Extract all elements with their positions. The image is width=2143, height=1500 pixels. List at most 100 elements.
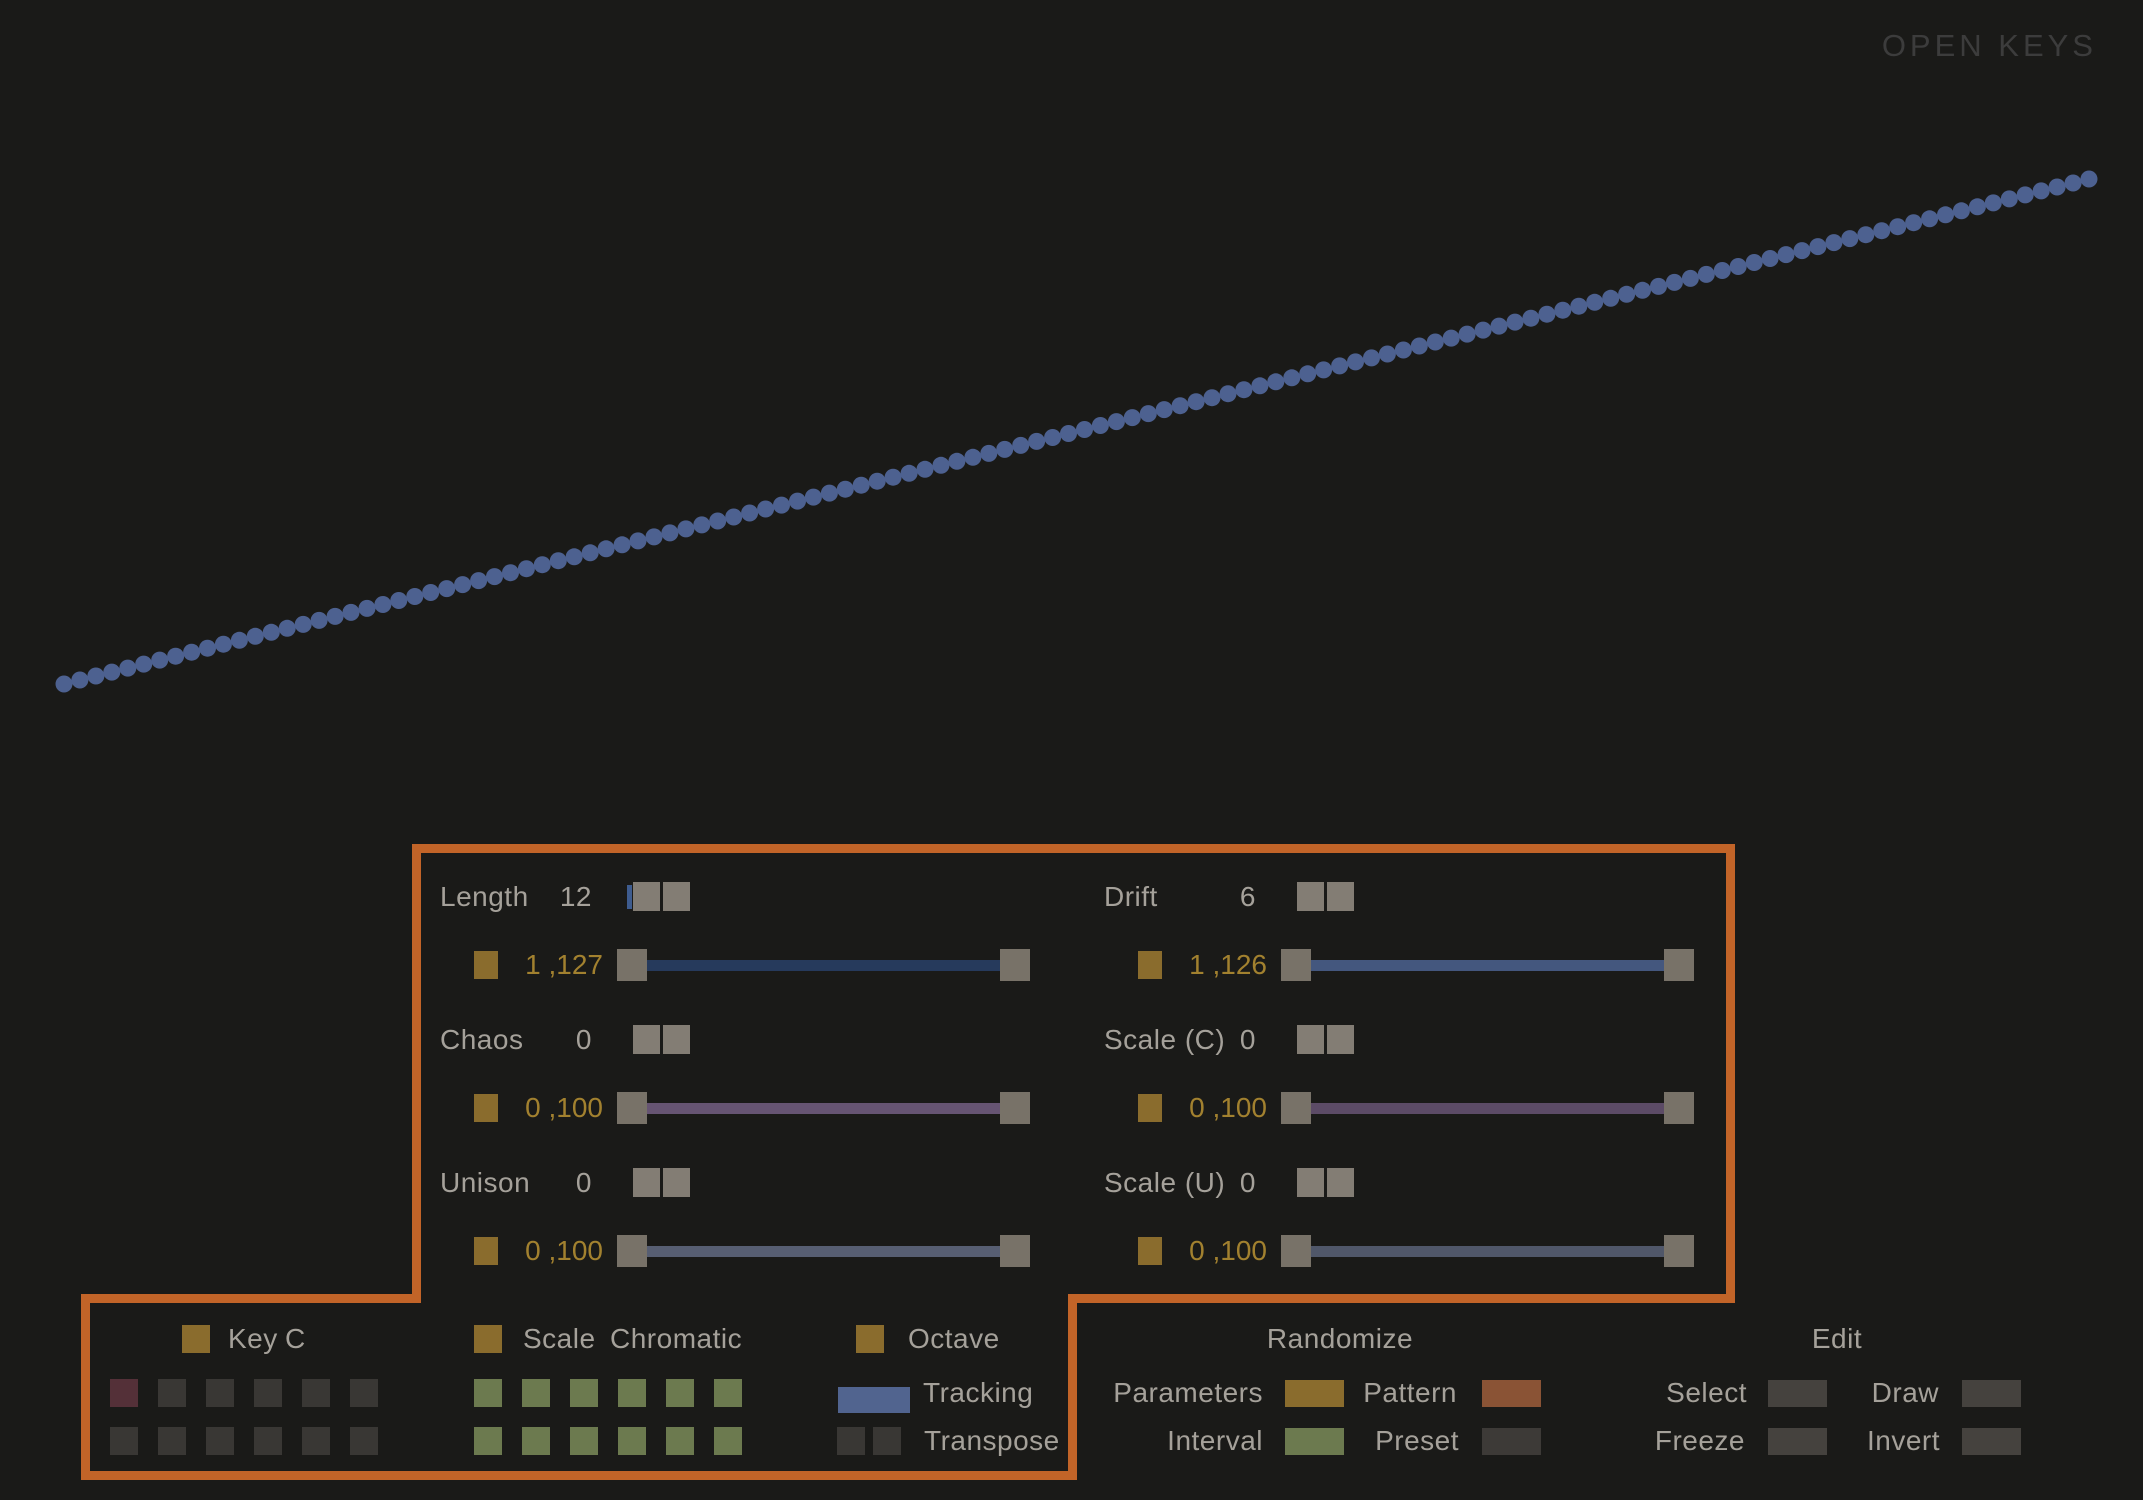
note-square[interactable] [522, 1379, 550, 1407]
pattern-dot[interactable] [661, 524, 679, 542]
pattern-dot[interactable] [1968, 198, 1986, 216]
pattern-dot[interactable] [119, 659, 137, 677]
pattern-dot[interactable] [1586, 293, 1604, 311]
pattern-dot[interactable] [1570, 297, 1588, 315]
range-swatch[interactable] [474, 1237, 498, 1265]
pattern-dot[interactable] [1267, 373, 1285, 391]
pattern-dot[interactable] [1315, 361, 1333, 379]
key-swatch[interactable] [182, 1325, 210, 1353]
pattern-dot[interactable] [565, 548, 583, 566]
stepper-decrement-button[interactable] [1297, 882, 1324, 911]
note-square[interactable] [570, 1379, 598, 1407]
note-square[interactable] [350, 1427, 378, 1455]
slider-max-handle[interactable] [1000, 1092, 1030, 1124]
pattern-dot[interactable] [1107, 413, 1125, 431]
pattern-dot[interactable] [1235, 381, 1253, 399]
pattern-dot[interactable] [326, 607, 344, 625]
note-square[interactable] [254, 1427, 282, 1455]
pattern-dot[interactable] [868, 472, 886, 490]
pattern-dot[interactable] [278, 619, 296, 637]
pattern-dot[interactable] [980, 444, 998, 462]
pattern-dot[interactable] [1378, 345, 1396, 363]
pattern-dot[interactable] [1076, 421, 1093, 438]
stepper-decrement-button[interactable] [633, 1168, 660, 1197]
slider-min-handle[interactable] [617, 1092, 647, 1124]
stepper-increment-button[interactable] [1327, 1025, 1354, 1054]
pattern-dot[interactable] [422, 584, 440, 601]
stepper-increment-button[interactable] [1327, 1168, 1354, 1197]
pattern-dot[interactable] [964, 448, 982, 466]
pattern-dot[interactable] [502, 564, 519, 582]
slider-max-handle[interactable] [1664, 949, 1694, 981]
pattern-dot[interactable] [1729, 258, 1747, 275]
pattern-dot[interactable] [1522, 309, 1540, 327]
pattern-dot[interactable] [1761, 250, 1779, 267]
pattern-dot[interactable] [294, 615, 312, 633]
pattern-dot[interactable] [103, 663, 121, 681]
slider-max-handle[interactable] [1000, 949, 1030, 981]
pattern-dot[interactable] [613, 536, 631, 554]
slider-max-handle[interactable] [1000, 1235, 1030, 1267]
pattern-dot[interactable] [167, 647, 185, 665]
stepper-decrement-button[interactable] [1297, 1025, 1324, 1054]
pattern-dot[interactable] [773, 496, 790, 514]
pattern-dot[interactable] [1618, 285, 1636, 303]
pattern-dot[interactable] [1984, 194, 2002, 212]
pattern-dot[interactable] [1394, 341, 1412, 359]
pattern-dot[interactable] [1554, 301, 1572, 319]
scale-swatch[interactable] [474, 1325, 502, 1353]
slider-min-handle[interactable] [1281, 1235, 1311, 1267]
pattern-dot[interactable] [135, 655, 153, 673]
pattern-dot[interactable] [820, 484, 838, 502]
tracking-swatch[interactable] [838, 1387, 910, 1413]
pattern-dot[interactable] [1889, 218, 1907, 236]
pattern-dot[interactable] [1857, 226, 1875, 244]
note-square[interactable] [666, 1379, 694, 1407]
edit-freeze-button[interactable] [1768, 1428, 1827, 1455]
slider-max-handle[interactable] [1664, 1235, 1694, 1267]
pattern-dot[interactable] [1841, 230, 1859, 248]
note-square[interactable] [302, 1427, 330, 1455]
transpose-down-button[interactable] [837, 1427, 865, 1455]
randomize-interval-button[interactable] [1285, 1428, 1344, 1455]
range-swatch[interactable] [1138, 1237, 1162, 1265]
note-square[interactable] [302, 1379, 330, 1407]
pattern-dot[interactable] [71, 671, 89, 689]
stepper-decrement-button[interactable] [1297, 1168, 1324, 1197]
pattern-dot[interactable] [916, 460, 934, 478]
note-square[interactable] [254, 1379, 282, 1407]
pattern-dot[interactable] [725, 508, 743, 526]
pattern-dot[interactable] [884, 468, 902, 486]
pattern-dot[interactable] [1060, 425, 1077, 442]
slider-min-handle[interactable] [1281, 949, 1311, 981]
stepper-decrement-button[interactable] [633, 882, 660, 911]
pattern-dot[interactable] [406, 588, 424, 605]
pattern-dot[interactable] [1028, 432, 1046, 450]
pattern-dot[interactable] [438, 580, 456, 598]
randomize-parameters-button[interactable] [1285, 1380, 1344, 1407]
pattern-dot[interactable] [1155, 401, 1173, 419]
note-square[interactable] [158, 1427, 186, 1455]
pattern-dot[interactable] [1091, 417, 1109, 434]
pattern-dot[interactable] [1681, 269, 1699, 287]
note-square[interactable] [110, 1427, 138, 1455]
slider-track[interactable] [1311, 1102, 1664, 1114]
transpose-up-button[interactable] [873, 1427, 901, 1455]
slider-min-handle[interactable] [1281, 1092, 1311, 1124]
note-square[interactable] [714, 1379, 742, 1407]
pattern-dot[interactable] [741, 504, 759, 522]
note-square[interactable] [666, 1427, 694, 1455]
pattern-dot[interactable] [1203, 389, 1221, 407]
note-square[interactable] [522, 1427, 550, 1455]
slider-track[interactable] [647, 1245, 1000, 1257]
pattern-dot[interactable] [1506, 313, 1524, 331]
pattern-dot[interactable] [948, 452, 966, 470]
pattern-dot[interactable] [1139, 405, 1157, 423]
randomize-pattern-button[interactable] [1482, 1380, 1541, 1407]
pattern-dot[interactable] [533, 556, 551, 574]
pattern-dot[interactable] [374, 596, 392, 613]
note-square[interactable] [714, 1427, 742, 1455]
slider-track[interactable] [647, 959, 1000, 971]
pattern-dot[interactable] [1905, 214, 1923, 232]
slider-min-handle[interactable] [617, 949, 647, 981]
